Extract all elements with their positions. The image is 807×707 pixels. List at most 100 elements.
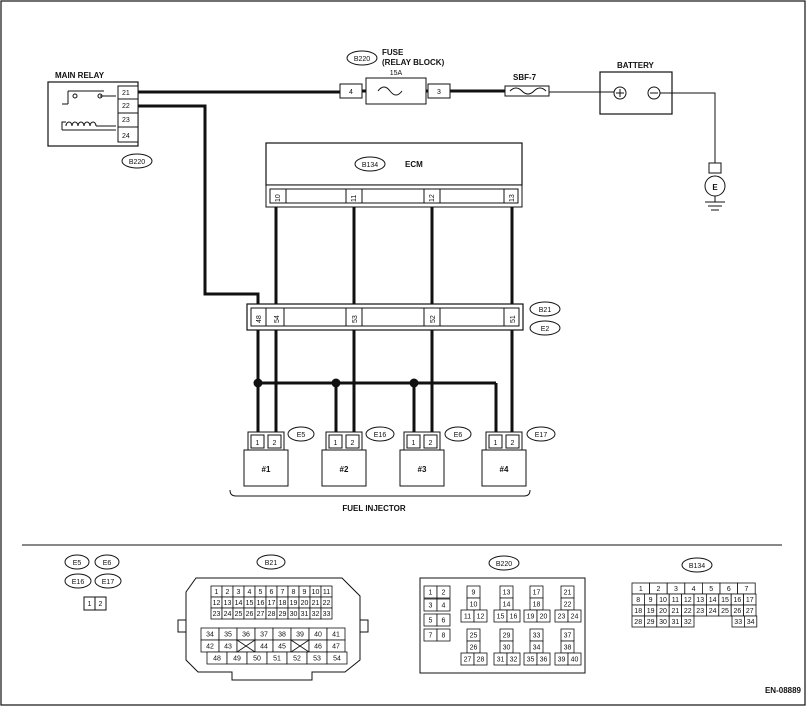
joint-pin-48: 48 bbox=[256, 315, 263, 323]
svg-text:3: 3 bbox=[437, 89, 441, 96]
b220-pin-21-label: 21 bbox=[564, 590, 572, 597]
e-connector-view: E5 E6 E16 E17 1 2 bbox=[64, 554, 122, 611]
b220-pin-8-label: 8 bbox=[442, 633, 446, 640]
b134-pin-29-label: 29 bbox=[647, 619, 655, 626]
b21-pin-6-label: 6 bbox=[270, 589, 274, 596]
b220-pin-39-label: 39 bbox=[558, 657, 566, 664]
b21-pin-14-label: 14 bbox=[235, 600, 243, 607]
fuel-injector-label: FUEL INJECTOR bbox=[342, 504, 405, 513]
b21-pin-26-label: 26 bbox=[246, 611, 254, 618]
svg-text:2: 2 bbox=[511, 440, 515, 447]
b134-pin-32-label: 32 bbox=[684, 619, 692, 626]
b21-pin-28-label: 28 bbox=[268, 611, 276, 618]
b134-pin-30-label: 30 bbox=[659, 619, 667, 626]
injector-1: 1 2 #1 bbox=[243, 431, 289, 487]
b134-pin-11-label: 11 bbox=[672, 597, 679, 604]
b220-pin-6 bbox=[436, 613, 451, 627]
b21-pin-53-label: 53 bbox=[313, 656, 321, 663]
b220-pin-29-label: 29 bbox=[503, 633, 511, 640]
b220-pin-28-label: 28 bbox=[477, 657, 485, 664]
b21-pin-12-label: 12 bbox=[213, 600, 221, 607]
b220-pin-32-label: 32 bbox=[510, 657, 518, 664]
b220-pin-27-label: 27 bbox=[464, 657, 472, 664]
svg-text:B220: B220 bbox=[496, 561, 512, 568]
b21-pin-2-label: 2 bbox=[226, 589, 230, 596]
svg-text:B220: B220 bbox=[354, 56, 370, 63]
b220-pin-20-label: 20 bbox=[540, 614, 548, 621]
b220-pin-10-label: 10 bbox=[470, 602, 478, 609]
b21-pin-43-label: 43 bbox=[224, 644, 232, 651]
b21-pin-40-label: 40 bbox=[314, 632, 322, 639]
b134-pin-16-label: 16 bbox=[734, 597, 742, 604]
b220-pin-11-label: 11 bbox=[464, 614, 471, 621]
svg-text:E17: E17 bbox=[102, 579, 115, 586]
b220-pin-38-label: 38 bbox=[564, 645, 572, 652]
fuse: 4 15A 3 bbox=[339, 70, 451, 105]
svg-text:E: E bbox=[712, 183, 718, 192]
joint-pin-52: 52 bbox=[430, 315, 437, 323]
b21-pin-39-label: 39 bbox=[296, 632, 304, 639]
b21-pin-22-label: 22 bbox=[323, 600, 331, 607]
b134-pin-4-label: 4 bbox=[692, 586, 696, 593]
b220-pin-3-label: 3 bbox=[429, 603, 433, 610]
b220-pin-30-label: 30 bbox=[503, 645, 511, 652]
b21-pin-8-label: 8 bbox=[292, 589, 296, 596]
b220-pin-19-label: 19 bbox=[527, 614, 535, 621]
b134-pin-18-label: 18 bbox=[634, 608, 642, 615]
b220-pin-40 bbox=[567, 652, 582, 666]
b220-pin-4-label: 4 bbox=[442, 603, 446, 610]
relay-pin-24: 24 bbox=[122, 133, 130, 140]
relay-to-joint-wire bbox=[138, 104, 260, 308]
joint-pin-51: 51 bbox=[510, 315, 517, 323]
injector-3-tag: E6 bbox=[444, 426, 472, 442]
sbf-label: SBF-7 bbox=[513, 73, 537, 82]
injector-2-tag: E16 bbox=[365, 426, 395, 442]
b220-pin-20 bbox=[536, 609, 551, 623]
injector-3: 1 2 #3 bbox=[399, 431, 445, 487]
b134-pin-28-label: 28 bbox=[634, 619, 642, 626]
b220-pin-14-label: 14 bbox=[503, 602, 511, 609]
svg-text:B134: B134 bbox=[362, 162, 378, 169]
b21-pin-11-label: 11 bbox=[323, 589, 330, 596]
b21-pin-31-label: 31 bbox=[301, 611, 309, 618]
b220-pin-9-label: 9 bbox=[472, 590, 476, 597]
svg-text:B134: B134 bbox=[689, 563, 705, 570]
svg-text:E5: E5 bbox=[297, 432, 306, 439]
b220-pin-33-label: 33 bbox=[533, 633, 541, 640]
svg-text:#4: #4 bbox=[500, 465, 509, 474]
relay-pin-21: 21 bbox=[122, 90, 130, 97]
svg-text:4: 4 bbox=[349, 89, 353, 96]
b21-pin-47-label: 47 bbox=[332, 644, 340, 651]
b220-relay-tag: B220 bbox=[121, 153, 153, 169]
ecm-to-joint-wires bbox=[274, 207, 514, 308]
ecm-pin-13: 13 bbox=[509, 194, 516, 202]
b220-pin-25-label: 25 bbox=[470, 633, 478, 640]
fuse-label-2: (RELAY BLOCK) bbox=[382, 58, 445, 67]
b21-pin-38-label: 38 bbox=[278, 632, 286, 639]
b220-pin-17-label: 17 bbox=[533, 590, 541, 597]
b21-pin-54-label: 54 bbox=[333, 656, 341, 663]
b220-pin-1-label: 1 bbox=[429, 590, 433, 597]
b220-pin-12-label: 12 bbox=[477, 614, 485, 621]
b21-pin-45-label: 45 bbox=[278, 644, 286, 651]
b220-pin-36-label: 36 bbox=[540, 657, 548, 664]
b220-pin-31-label: 31 bbox=[497, 657, 505, 664]
b220-pin-40-label: 40 bbox=[571, 657, 579, 664]
ecm-label: ECM bbox=[405, 160, 423, 169]
fuse-b220-tag: B220 bbox=[346, 50, 378, 66]
b134-pin-2-label: 2 bbox=[656, 586, 660, 593]
b21-pin-20-label: 20 bbox=[301, 600, 309, 607]
joint-b21-tag: B21 bbox=[529, 301, 561, 317]
b220-pin-4 bbox=[436, 598, 451, 612]
b220-pin-37-label: 37 bbox=[564, 633, 572, 640]
b220-pin-28 bbox=[473, 652, 488, 666]
svg-text:1: 1 bbox=[334, 440, 338, 447]
b134-pin-20-label: 20 bbox=[659, 608, 667, 615]
b220-pin-32 bbox=[506, 652, 521, 666]
b220-pin-24-label: 24 bbox=[571, 614, 579, 621]
svg-text:1: 1 bbox=[494, 440, 498, 447]
b21-pin-34-label: 34 bbox=[206, 632, 214, 639]
